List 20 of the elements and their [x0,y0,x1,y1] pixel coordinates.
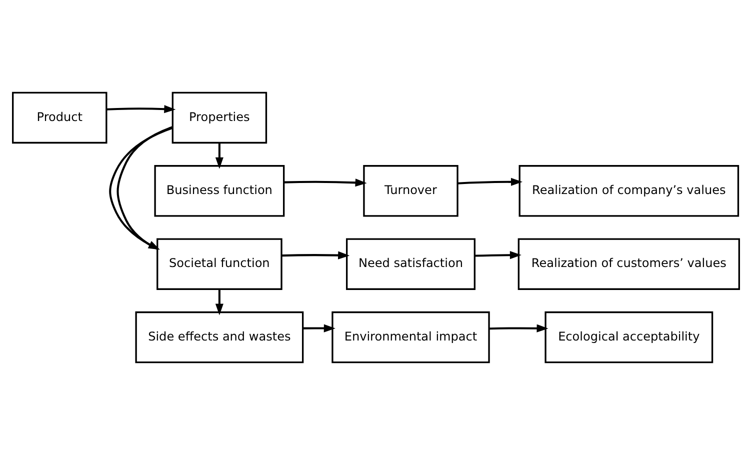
node-box: Ecological acceptability [544,311,714,364]
arrow [284,178,367,187]
node-box: Side effects and wastes [135,311,304,364]
node-box: Environmental impact [332,311,490,364]
arrow [106,105,176,114]
node-box: Need satisfaction [346,238,476,290]
node-box: Business function [154,165,285,217]
arrow [474,251,522,260]
node-box: Properties [172,92,268,144]
node-box: Product [12,92,108,144]
node-box: Realization of company’s values [518,165,740,217]
node-box: Societal function [156,238,282,290]
arrow [215,289,224,316]
arrow [458,178,522,186]
arrow [215,142,224,169]
arrow [282,251,350,260]
node-box: Turnover [363,165,458,217]
arrow [489,324,548,332]
arrow [302,324,336,332]
node-box: Realization of customers’ values [518,238,740,290]
